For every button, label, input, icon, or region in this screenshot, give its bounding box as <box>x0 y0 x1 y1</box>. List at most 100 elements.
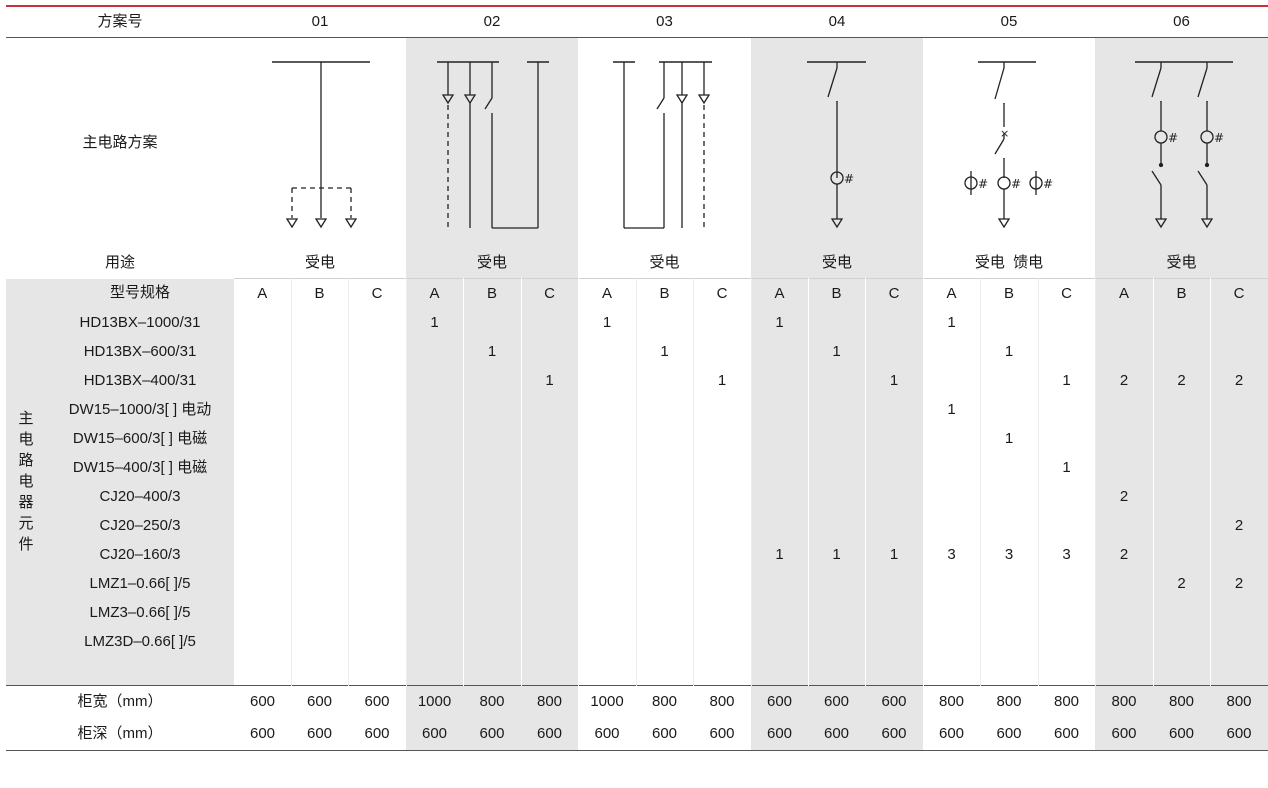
subcolumn-header: A <box>406 278 464 308</box>
switch-blade-icon <box>1196 67 1208 97</box>
component-qty <box>865 656 924 686</box>
component-qty <box>923 569 981 598</box>
scheme-number: 03 <box>578 7 752 38</box>
single-line-diagram <box>612 60 712 229</box>
usage-value: 受电 <box>751 247 924 279</box>
component-qty <box>463 569 522 598</box>
current-transformer-mark: # <box>1043 177 1053 191</box>
component-qty <box>693 656 752 686</box>
component-qty <box>406 337 464 366</box>
current-transformer-mark: # <box>978 177 988 191</box>
dimension-value: 600 <box>980 718 1039 751</box>
component-qty <box>1095 656 1154 686</box>
component-qty <box>636 627 694 656</box>
subcolumn-header: C <box>1210 278 1268 308</box>
component-qty <box>1210 627 1268 656</box>
component-qty <box>234 395 292 424</box>
component-model: HD13BX–1000/31 <box>46 308 235 337</box>
component-qty <box>636 598 694 627</box>
component-row: LMZ3–0.66[ ]/5 <box>6 598 1268 627</box>
circuit-diagram-3 <box>578 37 752 247</box>
dimension-value: 600 <box>865 685 924 718</box>
component-qty <box>463 424 522 453</box>
dimension-value: 600 <box>693 718 752 751</box>
component-qty <box>234 656 292 686</box>
component-qty <box>808 569 866 598</box>
component-qty <box>980 308 1039 337</box>
component-qty <box>693 627 752 656</box>
component-qty <box>923 656 981 686</box>
switch-blade-icon <box>994 67 1005 99</box>
component-qty <box>1038 424 1096 453</box>
dimension-value: 1000 <box>406 685 464 718</box>
component-qty: 2 <box>1153 366 1211 395</box>
single-line-diagram: # <box>807 60 867 228</box>
subcolumn-header: C <box>348 278 407 308</box>
subcolumn-header: C <box>693 278 752 308</box>
component-qty <box>808 511 866 540</box>
component-qty <box>923 453 981 482</box>
component-qty <box>923 627 981 656</box>
component-qty <box>1153 511 1211 540</box>
component-qty <box>1038 598 1096 627</box>
dimension-value: 600 <box>808 685 866 718</box>
dimension-value: 600 <box>808 718 866 751</box>
subcolumn-header: A <box>234 278 292 308</box>
component-qty <box>751 598 809 627</box>
component-qty: 1 <box>808 337 866 366</box>
component-qty <box>1038 569 1096 598</box>
dimension-value: 800 <box>1210 685 1268 718</box>
component-qty <box>1095 395 1154 424</box>
component-qty <box>1153 337 1211 366</box>
component-qty <box>521 482 579 511</box>
component-qty <box>1095 453 1154 482</box>
dimension-value: 600 <box>578 718 637 751</box>
component-qty <box>578 424 637 453</box>
subcolumn-header: A <box>1095 278 1154 308</box>
circuit-scheme-row: 主电路方案#×##### <box>6 37 1268 247</box>
component-qty: 1 <box>751 540 809 569</box>
outgoing-arrow-icon <box>441 93 455 104</box>
current-transformer-mark: # <box>844 172 854 186</box>
component-qty <box>406 395 464 424</box>
component-qty <box>1153 482 1211 511</box>
component-qty <box>751 511 809 540</box>
component-qty <box>751 569 809 598</box>
terminal-dot-icon <box>1204 162 1209 167</box>
dimension-value: 600 <box>291 718 349 751</box>
component-qty <box>578 482 637 511</box>
component-qty <box>348 424 407 453</box>
component-qty <box>291 308 349 337</box>
subcolumn-header: B <box>463 278 522 308</box>
subcolumn-header: A <box>578 278 637 308</box>
component-qty <box>291 482 349 511</box>
scheme-number: 06 <box>1095 7 1268 38</box>
component-model: HD13BX–400/31 <box>46 366 235 395</box>
component-qty <box>980 598 1039 627</box>
component-qty: 1 <box>1038 366 1096 395</box>
component-qty <box>923 366 981 395</box>
component-qty <box>234 511 292 540</box>
usage-value: 受电 <box>1095 247 1268 279</box>
dimension-value: 600 <box>1038 718 1096 751</box>
dimension-value: 800 <box>521 685 579 718</box>
dimension-value: 600 <box>636 718 694 751</box>
component-qty: 3 <box>980 540 1039 569</box>
component-qty <box>865 627 924 656</box>
component-qty <box>865 598 924 627</box>
component-qty <box>291 598 349 627</box>
component-qty <box>693 511 752 540</box>
component-qty <box>578 453 637 482</box>
component-qty <box>291 656 349 686</box>
single-line-diagram: ×### <box>964 60 1053 228</box>
component-qty: 1 <box>865 540 924 569</box>
circuit-diagram-5: ×### <box>923 37 1096 247</box>
component-qty <box>808 424 866 453</box>
component-qty <box>406 627 464 656</box>
scheme-number-label: 方案号 <box>6 7 235 38</box>
